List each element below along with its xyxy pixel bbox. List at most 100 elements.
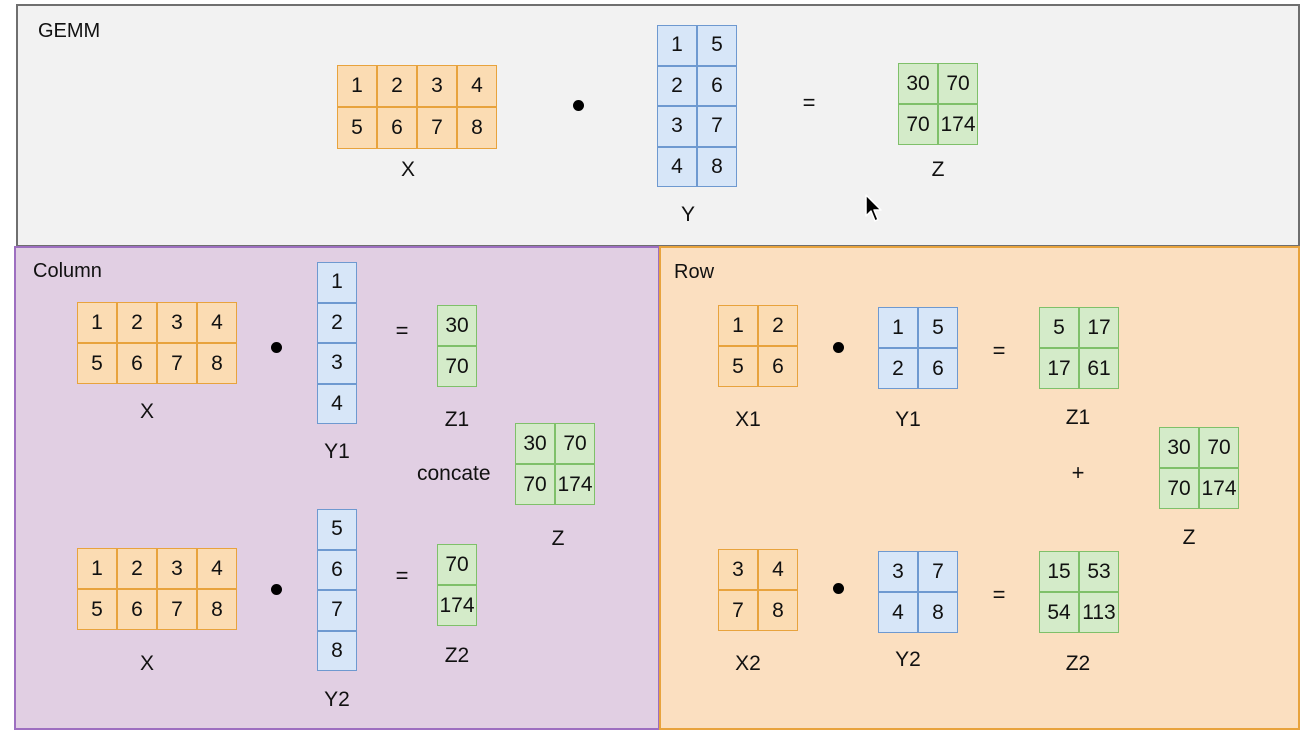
- matrix-cell: 7: [417, 107, 457, 149]
- matrix-cell: 2: [317, 302, 357, 343]
- column-label-y1: Y1: [324, 440, 350, 463]
- matrix-cell: 4: [657, 146, 697, 187]
- matrix-cell: 2: [758, 305, 798, 346]
- matrix-cell: 4: [878, 592, 918, 633]
- column-equals-top: =: [395, 318, 409, 343]
- column-title: Column: [33, 260, 102, 282]
- matrix-cell: 174: [437, 585, 477, 626]
- matrix-cell: 70: [515, 464, 555, 505]
- row-plus: +: [1071, 460, 1085, 485]
- matrix-cell: 6: [317, 549, 357, 590]
- row-title: Row: [674, 261, 715, 283]
- matrix-cell: 6: [117, 343, 157, 384]
- matrix-cell: 1: [77, 302, 117, 343]
- matrix-cell: 6: [758, 346, 798, 387]
- matrix-cell: 1: [317, 262, 357, 303]
- matrix-cell: 30: [898, 63, 938, 104]
- row-label-z: Z: [1182, 526, 1196, 549]
- matrix-cell: 2: [117, 302, 157, 343]
- matrix-cell: 6: [377, 107, 417, 149]
- gemm-label-y: Y: [680, 203, 695, 226]
- matrix-cell: 2: [117, 548, 157, 589]
- matrix-cell: 70: [555, 423, 595, 464]
- matrix-cell: 54: [1039, 592, 1079, 633]
- multiply-dot-icon: [573, 100, 584, 111]
- matrix-cell: 7: [317, 590, 357, 631]
- matrix-cell: 5: [718, 346, 758, 387]
- matrix-cell: 3: [157, 302, 197, 343]
- gemm-label-x: X: [400, 158, 415, 181]
- column-label-x-bottom: X: [139, 652, 154, 675]
- multiply-dot-icon: [271, 342, 282, 353]
- matrix-cell: 1: [77, 548, 117, 589]
- matrix-cell: 8: [457, 107, 497, 149]
- column-label-y2: Y2: [324, 688, 350, 711]
- matrix-cell: 8: [197, 343, 237, 384]
- matrix-cell: 3: [657, 106, 697, 147]
- matrix-cell: 17: [1039, 348, 1079, 389]
- matrix-cell: 4: [197, 302, 237, 343]
- row-label-z2: Z2: [1065, 652, 1091, 675]
- row-equals-top: =: [992, 338, 1006, 363]
- matrix-cell: 7: [697, 106, 737, 147]
- matrix-cell: 17: [1079, 307, 1119, 348]
- matrix-cell: 3: [317, 343, 357, 384]
- matrix-cell: 7: [157, 343, 197, 384]
- matrix-cell: 174: [555, 464, 595, 505]
- matrix-cell: 7: [918, 551, 958, 592]
- matrix-cell: 15: [1039, 551, 1079, 592]
- matrix-cell: 4: [758, 549, 798, 590]
- matrix-cell: 174: [1199, 468, 1239, 509]
- matrix-cell: 70: [1159, 468, 1199, 509]
- matrix-cell: 8: [317, 630, 357, 671]
- gemm-title: GEMM: [38, 20, 101, 42]
- matrix-cell: 7: [718, 590, 758, 631]
- matrix-cell: 70: [437, 346, 477, 387]
- row-label-z1: Z1: [1065, 406, 1091, 429]
- matrix-cell: 30: [1159, 427, 1199, 468]
- matrix-cell: 2: [657, 65, 697, 106]
- matrix-cell: 4: [317, 383, 357, 424]
- matrix-cell: 8: [197, 589, 237, 630]
- multiply-dot-icon: [833, 342, 844, 353]
- matrix-cell: 6: [918, 348, 958, 389]
- mouse-cursor-icon: [865, 194, 882, 222]
- matrix-cell: 5: [337, 107, 377, 149]
- concat-label: concate: [417, 462, 491, 485]
- row-label-x1: X1: [735, 408, 761, 431]
- matrix-cell: 2: [878, 348, 918, 389]
- gemm-label-z: Z: [931, 158, 945, 181]
- column-label-z2: Z2: [444, 644, 470, 667]
- matrix-cell: 8: [697, 146, 737, 187]
- matrix-cell: 8: [918, 592, 958, 633]
- matrix-cell: 6: [697, 65, 737, 106]
- gemm-equals: =: [802, 90, 816, 115]
- column-equals-bottom: =: [395, 563, 409, 588]
- matrix-cell: 4: [197, 548, 237, 589]
- matrix-cell: 5: [1039, 307, 1079, 348]
- matrix-cell: 5: [77, 589, 117, 630]
- matrix-cell: 3: [718, 549, 758, 590]
- matrix-cell: 30: [437, 305, 477, 346]
- row-equals-bottom: =: [992, 582, 1006, 607]
- matrix-cell: 5: [697, 25, 737, 66]
- matrix-cell: 5: [77, 343, 117, 384]
- matrix-cell: 6: [117, 589, 157, 630]
- matrix-cell: 1: [718, 305, 758, 346]
- matrix-cell: 70: [437, 544, 477, 585]
- matrix-cell: 174: [938, 104, 978, 145]
